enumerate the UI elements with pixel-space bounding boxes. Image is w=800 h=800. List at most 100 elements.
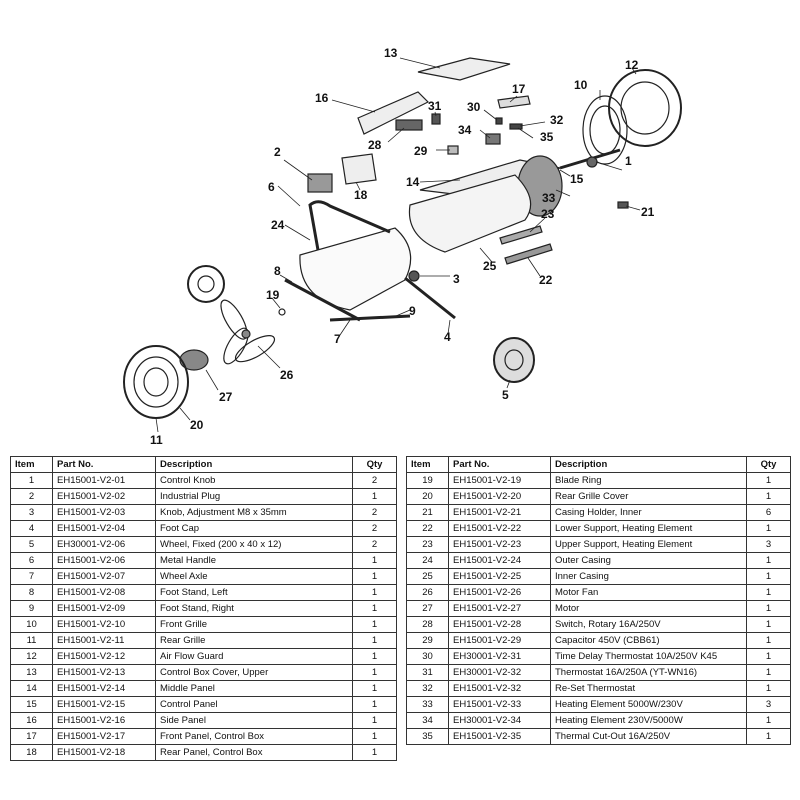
cell-item: 18 <box>10 744 53 761</box>
cell-part-no: EH15001-V2-06 <box>52 552 156 569</box>
callout-10: 10 <box>574 78 588 92</box>
rear-panel-shape <box>341 153 377 185</box>
cell-description: Wheel Axle <box>155 568 353 585</box>
cell-qty: 6 <box>746 504 791 521</box>
cell-part-no: EH15001-V2-17 <box>52 728 156 745</box>
cell-description: Motor Fan <box>550 584 747 601</box>
wheel-right-hub <box>504 349 524 371</box>
wheel-left-shape <box>187 265 225 303</box>
cell-item: 2 <box>10 488 53 505</box>
callout-9: 9 <box>409 304 416 318</box>
outer-casing-shape <box>299 227 412 311</box>
cell-part-no: EH15001-V2-01 <box>52 472 156 489</box>
cell-part-no: EH15001-V2-35 <box>448 728 551 745</box>
table-header-row: Item Part No. Description Qty <box>406 456 791 473</box>
cell-part-no: EH15001-V2-12 <box>52 648 156 665</box>
lower-support-shape <box>504 243 553 265</box>
cell-part-no: EH15001-V2-07 <box>52 568 156 585</box>
cell-description: Front Panel, Control Box <box>155 728 353 745</box>
cell-qty: 1 <box>746 520 791 537</box>
cell-item: 25 <box>406 568 449 585</box>
cell-part-no: EH15001-V2-14 <box>52 680 156 697</box>
wheel-right-shape <box>493 337 535 383</box>
cell-description: Control Panel <box>155 696 353 713</box>
callout-25: 25 <box>483 259 497 273</box>
foot-stand-right-shape <box>329 314 411 322</box>
cell-description: Thermostat 16A/250A (YT-WN16) <box>550 664 747 681</box>
cell-item: 4 <box>10 520 53 537</box>
cell-item: 35 <box>406 728 449 745</box>
adjustment-knob-shape <box>408 270 420 282</box>
callout-5: 5 <box>502 388 509 402</box>
callout-28: 28 <box>368 138 382 152</box>
cell-part-no: EH15001-V2-02 <box>52 488 156 505</box>
cell-description: Outer Casing <box>550 552 747 569</box>
callout-15: 15 <box>570 172 584 186</box>
cell-part-no: EH15001-V2-16 <box>52 712 156 729</box>
header-description: Description <box>550 456 747 473</box>
reset-thermostat-shape <box>509 123 523 130</box>
cell-part-no: EH15001-V2-21 <box>448 504 551 521</box>
cell-part-no: EH15001-V2-09 <box>52 600 156 617</box>
callout-29: 29 <box>414 144 428 158</box>
cell-part-no: EH30001-V2-31 <box>448 648 551 665</box>
cell-item: 16 <box>10 712 53 729</box>
time-delay-thermostat-shape <box>495 117 503 125</box>
callout-4: 4 <box>444 330 451 344</box>
callout-31: 31 <box>428 99 442 113</box>
cell-part-no: EH15001-V2-08 <box>52 584 156 601</box>
callout-13: 13 <box>384 46 398 60</box>
callout-22: 22 <box>539 273 553 287</box>
cell-item: 17 <box>10 728 53 745</box>
front-panel-shape <box>497 95 531 109</box>
cell-item: 13 <box>10 664 53 681</box>
callout-12: 12 <box>625 58 639 72</box>
cell-qty: 1 <box>352 648 397 665</box>
air-flow-guard-shape <box>608 69 682 147</box>
cell-item: 12 <box>10 648 53 665</box>
cell-description: Foot Cap <box>155 520 353 537</box>
cell-item: 15 <box>10 696 53 713</box>
cell-part-no: EH15001-V2-15 <box>52 696 156 713</box>
cell-qty: 1 <box>352 664 397 681</box>
heating-element-small-shape <box>485 133 501 145</box>
cell-description: Thermal Cut-Out 16A/250V <box>550 728 747 745</box>
cell-qty: 1 <box>352 680 397 697</box>
callout-34: 34 <box>458 123 472 137</box>
cell-description: Metal Handle <box>155 552 353 569</box>
cell-description: Rear Grille <box>155 632 353 649</box>
cell-part-no: EH15001-V2-23 <box>448 536 551 553</box>
cell-part-no: EH15001-V2-13 <box>52 664 156 681</box>
callout-27: 27 <box>219 390 233 404</box>
cell-item: 28 <box>406 616 449 633</box>
callout-7: 7 <box>334 332 341 346</box>
cell-item: 30 <box>406 648 449 665</box>
cell-qty: 1 <box>352 552 397 569</box>
callout-30: 30 <box>467 100 481 114</box>
cell-description: Control Box Cover, Upper <box>155 664 353 681</box>
inner-casing-shape <box>408 174 532 253</box>
cell-qty: 1 <box>352 632 397 649</box>
callout-32: 32 <box>550 113 564 127</box>
cell-part-no: EH15001-V2-11 <box>52 632 156 649</box>
foot-stand-left-shape <box>284 278 361 322</box>
wheel-left-hub <box>197 275 215 293</box>
cell-qty: 1 <box>352 600 397 617</box>
plug-shape <box>307 173 333 193</box>
callout-8: 8 <box>274 264 281 278</box>
